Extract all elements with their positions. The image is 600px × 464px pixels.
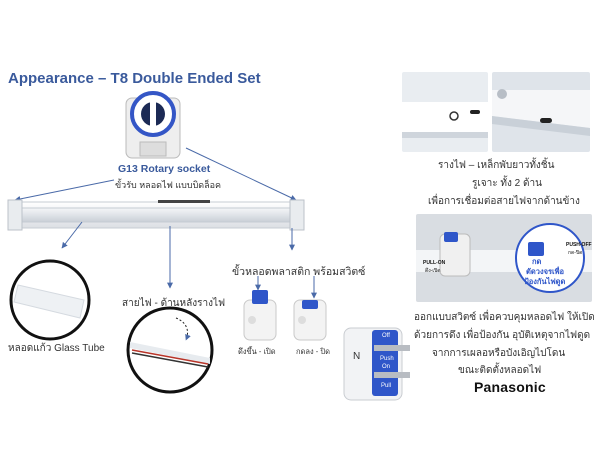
plug-pull-label: Pull [381,383,392,389]
switch-design-line-3: จากการเผลอหรือบังเอิญไปโดน [432,348,566,359]
plug-n-label: N [353,351,361,362]
plug-off-label: Off [382,333,390,339]
glass-tube-label: หลอดแก้ว Glass Tube [8,343,105,354]
pull-on-label: PULL-ON [423,260,446,266]
wire-label: สายไฟ - ด้านหลังรางไฟ [122,298,226,309]
rail-photo-left [402,72,488,152]
switch-usage-photo: PUSH-OFF กด-ปิด PULL-ON ดึง-เปิด กด ตัดว… [416,214,592,302]
callout-line-1: กด [532,257,542,266]
push-off-label: PUSH-OFF [566,242,592,248]
pushed-state-label: กดลง - ปิด [296,347,330,356]
wire-closeup [126,306,214,394]
page-title: Appearance – T8 Double Ended Set [8,70,261,87]
plug-push-label: Push [380,356,394,362]
rail-line-3: เพื่อการเชื่อมต่อสายไฟจากด้านข้าง [428,196,580,207]
rail-line-2: รูเจาะ ทั้ง 2 ด้าน [472,178,542,189]
switch-design-line-4: ขณะติดตั้งหลอดไฟ [458,365,542,376]
callout-line-2: ตัดวงจรเพื่อ [526,267,565,276]
panasonic-logo: Panasonic [474,379,546,395]
plastic-socket-label: ขั้วหลอดพลาสติก พร้อมสวิตซ์ [232,266,366,278]
pull-on-th-label: ดึง-เปิด [425,268,441,274]
switch-design-line-2: ด้วยการดึง เพื่อป้องกัน อุบัติเหตุจากไฟด… [414,330,591,341]
plug-on-label: On [382,364,391,370]
callout-line-3: ป้องกันไฟดูด [524,277,566,286]
rail-line-1: รางไฟ – เหล็กพับยาวทั้งชิ้น [438,160,555,171]
socket-name: G13 Rotary socket [118,163,211,175]
pulled-state-label: ดึงขึ้น - เปิด [238,347,276,356]
push-off-th-label: กด-ปิด [568,250,583,256]
socket-description: ขั้วรับ หลอดไฟ แบบบิดล็อค [115,180,222,190]
rail-photo-right [492,72,590,152]
g13-socket-illustration [125,91,181,159]
switch-plug-closeup [343,327,410,401]
plastic-socket-pulled [243,290,277,341]
switch-design-line-1: ออกแบบสวิตซ์ เพื่อควบคุมหลอดไฟ ให้เปิด [414,312,595,323]
plastic-socket-pushed [293,299,327,341]
t8-fixture-illustration [7,199,305,231]
glass-tube-closeup [9,259,91,341]
